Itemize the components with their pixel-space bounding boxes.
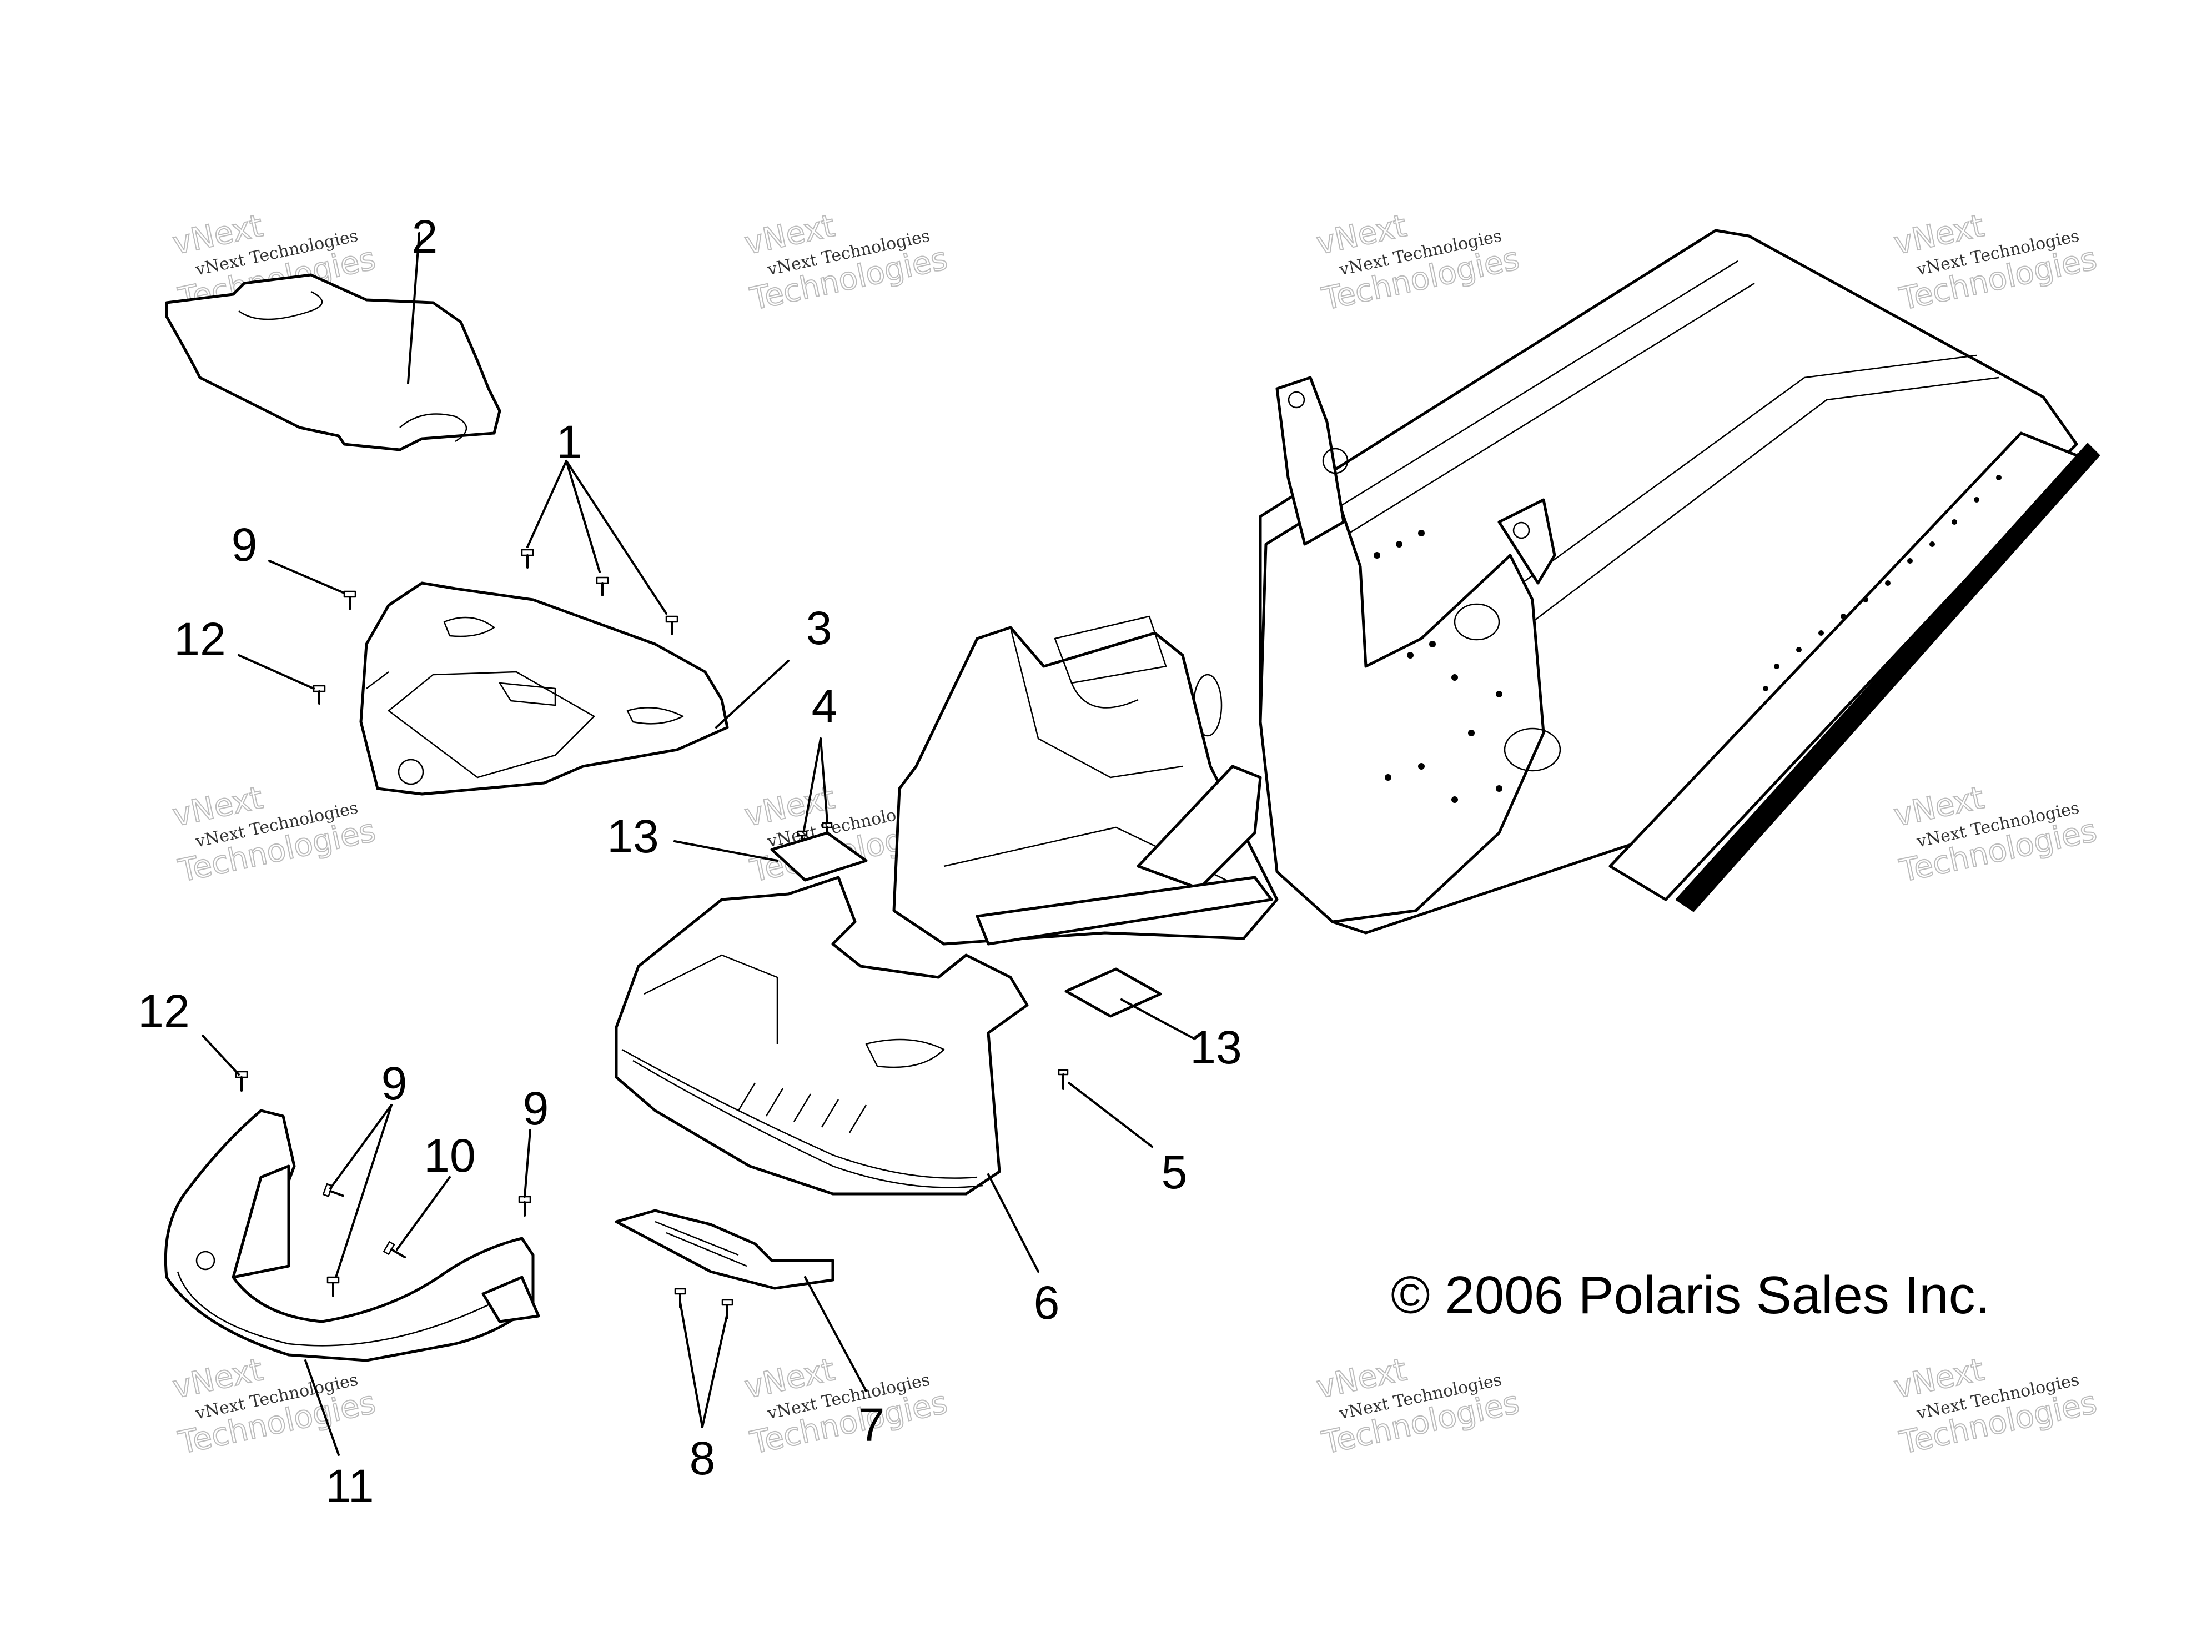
leader-1c (565, 460, 667, 615)
leader-13-right-b (1151, 1015, 1195, 1040)
callout-9-bottom-b: 9 (523, 1082, 549, 1134)
watermark: vNext vNext Technologies Technologies (169, 779, 379, 890)
leader-1a (526, 460, 567, 548)
copyright-text: © 2006 Polaris Sales Inc. (1391, 1266, 1990, 1325)
callout-5: 5 (1162, 1146, 1188, 1198)
fasteners (235, 549, 1069, 1319)
fastener (518, 1196, 531, 1217)
leader-9-bottom-b (335, 1104, 393, 1278)
callout-3: 3 (806, 602, 832, 654)
callout-10: 10 (424, 1129, 475, 1182)
part-11-bumper (164, 1109, 540, 1362)
callout-13-top: 13 (607, 810, 658, 862)
leader-6 (987, 1173, 1039, 1273)
part-7-skid-plate (615, 1209, 834, 1290)
callout-12-bottom: 12 (138, 985, 189, 1037)
fastener (665, 615, 678, 635)
leader-8a (679, 1301, 703, 1428)
part-3-bellypan (359, 581, 729, 796)
part-2-shield-plate (165, 273, 501, 451)
fastener (1058, 1069, 1069, 1090)
fastener (343, 590, 356, 610)
leader-1b (565, 460, 601, 573)
watermark: vNext vNext Technologies Technologies (1313, 207, 1523, 318)
leader-10 (396, 1176, 451, 1251)
callout-2: 2 (412, 210, 438, 263)
tunnel-holes (1374, 475, 2002, 803)
leader-3 (715, 660, 790, 729)
fastener (596, 576, 609, 596)
callout-numbers: 2 1 9 12 3 4 13 13 5 6 7 8 12 9 10 9 11 (138, 210, 1241, 1512)
callout-9-top: 9 (232, 519, 258, 571)
chassis-tunnel (892, 229, 2100, 946)
callout-1: 1 (556, 416, 582, 468)
callout-8: 8 (690, 1432, 716, 1484)
part-6-nose-pan (615, 876, 1029, 1196)
callout-13-right: 13 (1190, 1021, 1241, 1073)
fastener (322, 1183, 344, 1197)
callout-11: 11 (325, 1460, 374, 1512)
leader-13-right (1120, 998, 1153, 1017)
fastener (521, 549, 534, 569)
callout-12-top: 12 (174, 613, 225, 665)
leader-4b (820, 737, 828, 823)
leader-7 (804, 1276, 867, 1392)
leader-12-top (238, 654, 315, 690)
leader-11 (304, 1359, 340, 1456)
leader-4a (803, 737, 822, 831)
watermark: vNext vNext Technologies Technologies (1313, 1351, 1523, 1462)
leader-13-top (673, 840, 778, 862)
leader-9-bottom-c (524, 1129, 531, 1198)
leader-5 (1068, 1082, 1153, 1148)
leader-9-bottom-a (329, 1104, 393, 1189)
callout-4: 4 (812, 680, 838, 732)
callout-7: 7 (859, 1399, 885, 1451)
leader-8b (701, 1312, 728, 1428)
fastener (326, 1276, 340, 1297)
leader-12-bottom (202, 1035, 240, 1076)
fastener (235, 1071, 248, 1092)
leader-2 (407, 232, 420, 384)
watermark: vNext vNext Technologies Technologies (1891, 207, 2100, 318)
fastener (383, 1241, 406, 1258)
callout-9-bottom-a: 9 (381, 1057, 408, 1109)
leader-9-top (268, 560, 345, 594)
leader-lines (202, 232, 1195, 1456)
watermark: vNext vNext Technologies Technologies (1891, 1351, 2100, 1462)
part-13-pads (770, 831, 1162, 1018)
watermark: vNext vNext Technologies Technologies (741, 207, 951, 318)
fastener (313, 685, 326, 705)
watermark: vNext vNext Technologies Technologies (1891, 779, 2100, 890)
callout-6: 6 (1034, 1277, 1060, 1329)
